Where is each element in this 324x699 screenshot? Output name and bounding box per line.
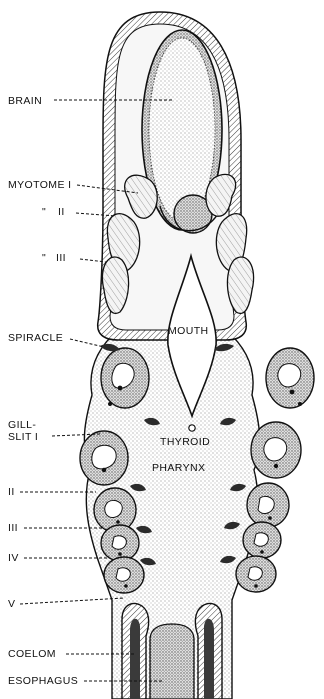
label-coelom: COELOM: [8, 648, 56, 660]
label-myotome-1: MYOTOME I: [8, 179, 72, 191]
coelom-cavity-left: [130, 619, 140, 699]
thyroid-pit: [189, 425, 195, 431]
label-brain: BRAIN: [8, 95, 42, 107]
label-slit-2: II: [8, 486, 15, 498]
label-pharynx: PHARYNX: [152, 462, 205, 474]
esophagus: [150, 624, 194, 699]
label-slit-5: V: [8, 598, 15, 610]
label-gill-slit-line1: GILL-: [8, 419, 36, 431]
label-myotome-2-ditto: ": [42, 206, 46, 218]
myotome-3-right: [227, 257, 253, 313]
coelom-cavity-right: [204, 619, 214, 699]
label-myotome-3: III: [56, 252, 66, 264]
label-mouth: MOUTH: [168, 325, 209, 337]
label-spiracle: SPIRACLE: [8, 332, 63, 344]
label-gill-slit-line2: SLIT I: [8, 431, 38, 443]
label-thyroid: THYROID: [160, 436, 210, 448]
label-slit-4: IV: [8, 552, 19, 564]
label-myotome-3-ditto: ": [42, 252, 46, 264]
brain-lumen: [149, 38, 215, 222]
label-esophagus: ESOPHAGUS: [8, 675, 78, 687]
label-myotome-2: II: [58, 206, 65, 218]
label-slit-3: III: [8, 522, 18, 534]
